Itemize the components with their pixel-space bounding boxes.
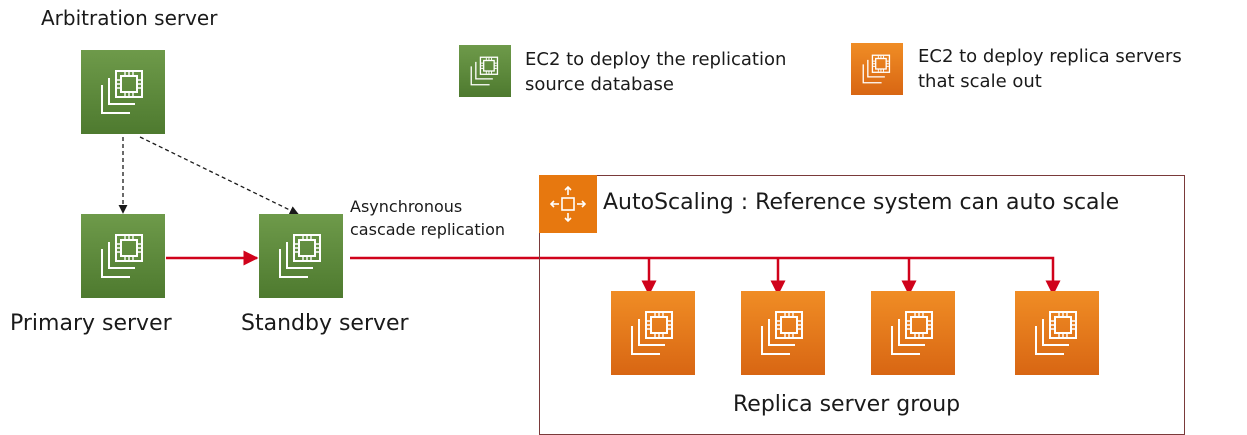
legend-orange-text-line2: that scale out — [918, 71, 1042, 92]
standby-server-label: Standby server — [241, 311, 409, 336]
legend-green-text-line2: source database — [525, 74, 674, 95]
replication-label-line2: cascade replication — [350, 220, 505, 239]
replica-server-1-ec2-icon — [611, 291, 695, 375]
primary-server-ec2-icon — [81, 214, 165, 298]
legend-green-ec2-icon — [459, 45, 511, 97]
primary-server-label: Primary server — [10, 311, 172, 336]
cascade-replication-line — [350, 256, 1061, 296]
arbitration-server-ec2-icon — [81, 50, 165, 134]
standby-server-ec2-icon — [259, 214, 343, 298]
replication-label-line1: Asynchronous — [350, 197, 463, 216]
arbitration-server-label: Arbitration server — [41, 6, 218, 30]
arbitration-to-standby-link — [139, 136, 299, 215]
replica-server-2-ec2-icon — [741, 291, 825, 375]
legend-orange-ec2-icon — [851, 43, 903, 95]
autoscaling-title: AutoScaling : Reference system can auto … — [603, 190, 1120, 215]
replica-server-4-ec2-icon — [1015, 291, 1099, 375]
legend-green-text-line1: EC2 to deploy the replication — [525, 49, 787, 70]
legend-orange-text-line1: EC2 to deploy replica servers — [918, 46, 1182, 67]
autoscaling-icon — [539, 175, 597, 233]
replica-server-group-label: Replica server group — [733, 392, 961, 417]
replica-server-3-ec2-icon — [871, 291, 955, 375]
